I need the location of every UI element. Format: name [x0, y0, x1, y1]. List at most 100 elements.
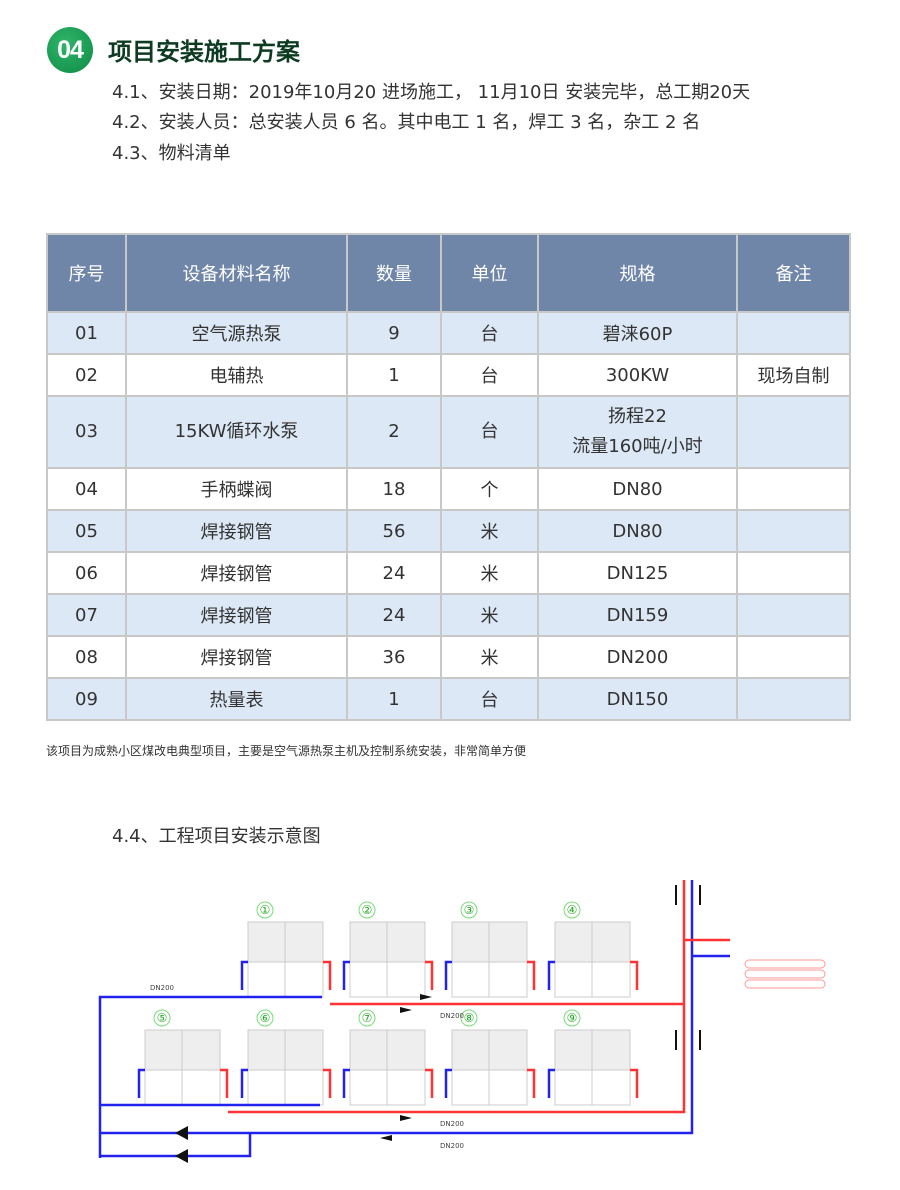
- unit-supply-pipe: [425, 1068, 434, 1098]
- table-cell: 手柄蝶阀: [125, 467, 348, 511]
- unit-number-circle: [460, 901, 478, 919]
- unit-supply-pipe: [425, 960, 434, 990]
- unit-number-circle: [563, 901, 581, 919]
- floor-heating-coil: [744, 969, 826, 979]
- table-cell: 04: [46, 467, 127, 511]
- column-header: 数量: [346, 233, 442, 313]
- table-cell: 现场自制: [736, 353, 851, 397]
- pump-bypass-pipe: [100, 1133, 252, 1158]
- unit-number-label: ⑥: [260, 1011, 271, 1025]
- table-cell: DN159: [537, 593, 738, 637]
- unit-supply-pipe: [220, 1068, 229, 1098]
- table-cell: 空气源热泵: [125, 311, 348, 355]
- unit-number-circle: [256, 1009, 274, 1027]
- unit-number-label: ①: [260, 903, 271, 917]
- table-cell: 07: [46, 593, 127, 637]
- table-cell: 焊接钢管: [125, 509, 348, 553]
- install-date-line: 4.1、安装日期：2019年10月20 进场施工， 11月10日 安装完毕，总工…: [112, 82, 751, 103]
- table-cell: [736, 677, 851, 721]
- section-number-badge: 04: [47, 27, 93, 73]
- arrow-right-icon: [400, 1115, 412, 1121]
- unit-return-pipe: [547, 960, 555, 990]
- pipe-size-label: DN200: [440, 1120, 464, 1128]
- unit-return-pipe: [240, 1068, 248, 1098]
- table-cell: 米: [440, 593, 539, 637]
- table-cell: 24: [346, 551, 442, 595]
- table-cell: 08: [46, 635, 127, 679]
- main-return-riser: [100, 880, 694, 1135]
- table-cell: 焊接钢管: [125, 635, 348, 679]
- table-cell: 15KW循环水泵: [125, 395, 348, 469]
- pipe-size-label: DN200: [440, 1142, 464, 1150]
- table-cell: [736, 635, 851, 679]
- table-cell: 1: [346, 353, 442, 397]
- table-cell: 02: [46, 353, 127, 397]
- unit-return-pipe: [342, 960, 350, 990]
- table-cell: DN80: [537, 509, 738, 553]
- table-cell: 56: [346, 509, 442, 553]
- table-cell: 09: [46, 677, 127, 721]
- table-cell: 热量表: [125, 677, 348, 721]
- table-cell: 05: [46, 509, 127, 553]
- table-cell: DN125: [537, 551, 738, 595]
- table-cell: 扬程22 流量160吨/小时: [537, 395, 738, 469]
- table-cell: 01: [46, 311, 127, 355]
- column-header: 单位: [440, 233, 539, 313]
- column-header: 备注: [736, 233, 851, 313]
- unit-supply-pipe: [630, 960, 639, 990]
- table-cell: [736, 593, 851, 637]
- table-cell: 2: [346, 395, 442, 469]
- unit-return-pipe: [240, 960, 248, 990]
- section-title: 项目安装施工方案: [108, 38, 300, 66]
- unit-number-label: ④: [567, 903, 578, 917]
- table-cell: 个: [440, 467, 539, 511]
- unit-supply-pipe: [323, 960, 332, 990]
- table-cell: 24: [346, 593, 442, 637]
- table-cell: [736, 509, 851, 553]
- unit-number-circle: [256, 901, 274, 919]
- table-cell: DN200: [537, 635, 738, 679]
- unit-return-pipe: [137, 1068, 145, 1098]
- table-cell: 台: [440, 395, 539, 469]
- table-cell: 台: [440, 311, 539, 355]
- table-cell: [736, 395, 851, 469]
- table-cell: 36: [346, 635, 442, 679]
- table-cell: 300KW: [537, 353, 738, 397]
- table-cell: 米: [440, 509, 539, 553]
- install-staff-line: 4.2、安装人员：总安装人员 6 名。其中电工 1 名，焊工 3 名，杂工 2 …: [112, 112, 701, 133]
- unit-return-pipe: [444, 960, 452, 990]
- unit-number-label: ⑨: [567, 1011, 578, 1025]
- column-header: 设备材料名称: [125, 233, 348, 313]
- pipe-size-label: DN200: [440, 1012, 464, 1020]
- unit-return-pipe: [444, 1068, 452, 1098]
- unit-number-label: ③: [464, 903, 475, 917]
- pump-icon: [175, 1149, 188, 1163]
- pipe-size-label: DN200: [150, 984, 174, 992]
- table-cell: [736, 311, 851, 355]
- project-note: 该项目为成熟小区煤改电典型项目，主要是空气源热泵主机及控制系统安装，非常简单方便: [46, 744, 527, 758]
- table-cell: 18: [346, 467, 442, 511]
- unit-number-label: ⑤: [157, 1011, 168, 1025]
- table-cell: 台: [440, 353, 539, 397]
- table-header-row: 序号设备材料名称数量单位规格备注: [46, 233, 851, 313]
- table-cell: [736, 467, 851, 511]
- table-cell: DN80: [537, 467, 738, 511]
- table-cell: 米: [440, 551, 539, 595]
- unit-number-label: ⑦: [362, 1011, 373, 1025]
- table-cell: 1: [346, 677, 442, 721]
- arrow-right-icon: [420, 994, 432, 1000]
- unit-supply-pipe: [630, 1068, 639, 1098]
- unit-number-circle: [358, 901, 376, 919]
- unit-number-circle: [153, 1009, 171, 1027]
- column-header: 规格: [537, 233, 738, 313]
- arrow-right-icon: [400, 1007, 412, 1013]
- table-cell: DN150: [537, 677, 738, 721]
- arrow-left-icon: [380, 1135, 392, 1141]
